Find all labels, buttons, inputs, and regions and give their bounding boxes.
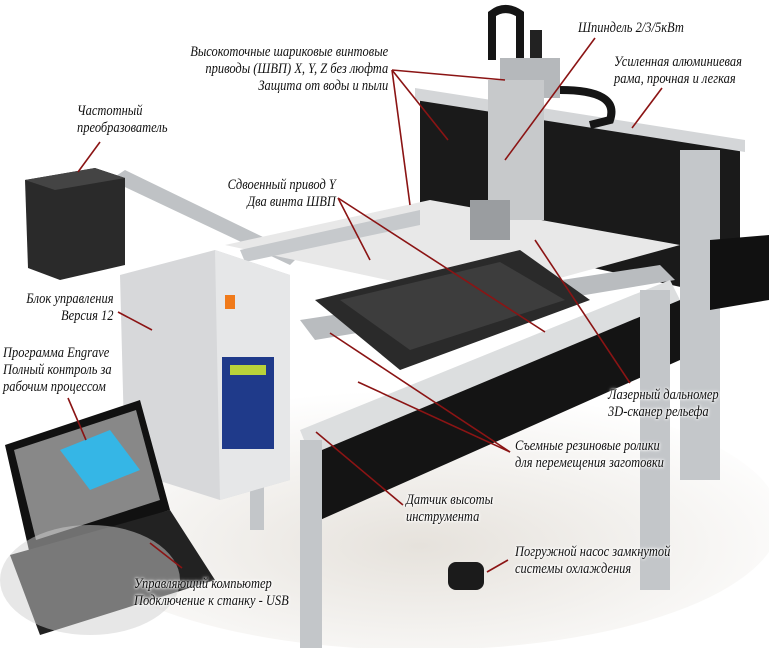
label-line: рама, прочная и легкая xyxy=(614,71,736,87)
label-line: Усиленная алюминиевая xyxy=(614,54,742,70)
power-switch xyxy=(225,295,235,309)
label-line: Датчик высоты xyxy=(406,492,494,508)
label-line: Два винта ШВП xyxy=(247,194,336,210)
leader-computer xyxy=(149,542,183,569)
laptop xyxy=(0,400,215,635)
label-computer: Управляющий компьютер Подключение к стан… xyxy=(134,576,289,610)
label-rollers: Съемные резиновые ролики для перемещения… xyxy=(515,438,664,472)
label-line: Съемные резиновые ролики xyxy=(515,438,660,454)
leader-frame xyxy=(631,87,663,129)
label-line: 3D-сканер рельефа xyxy=(608,404,709,420)
spindle-assembly xyxy=(470,5,616,240)
leader-dual-y-1 xyxy=(337,197,546,333)
leader-ball-screws-1 xyxy=(391,69,506,81)
label-line: Защита от воды и пыли xyxy=(258,78,388,94)
leader-inverter xyxy=(77,141,101,173)
label-line: Частотный xyxy=(77,103,143,119)
leader-ball-screws-3 xyxy=(391,69,411,206)
label-line: Шпиндель 2/3/5кВт xyxy=(578,20,684,36)
label-line: для перемещения заготовки xyxy=(515,455,664,471)
label-line: преобразователь xyxy=(77,120,168,136)
leader-dual-y-2 xyxy=(337,197,371,261)
leader-tool-sensor xyxy=(315,431,404,506)
label-line: Сдвоенный привод Y xyxy=(227,177,336,193)
label-line: системы охлаждения xyxy=(515,561,632,577)
coolant-pump xyxy=(448,562,484,590)
label-inverter: Частотный преобразователь xyxy=(77,103,168,137)
label-dual-y: Сдвоенный привод Y Два винта ШВП xyxy=(228,177,336,211)
label-frame: Усиленная алюминиевая рама, прочная и ле… xyxy=(614,54,742,88)
label-line: Управляющий компьютер xyxy=(134,576,272,592)
label-line: Программа Engrave xyxy=(3,345,110,361)
label-laser: Лазерный дальномер 3D-сканер рельефа xyxy=(608,387,719,421)
label-line: Полный контроль за xyxy=(3,362,112,378)
label-line: Погружной насос замкнутой xyxy=(515,544,671,560)
label-spindle: Шпиндель 2/3/5кВт xyxy=(578,20,684,37)
label-line: Версия 12 xyxy=(60,308,113,324)
label-line: инструмента xyxy=(406,509,480,525)
label-line: Высокоточные шариковые винтовые xyxy=(190,44,388,60)
leader-lines xyxy=(67,37,663,573)
leader-software xyxy=(67,397,87,441)
leader-rollers-2 xyxy=(357,381,511,453)
label-ball-screws: Высокоточные шариковые винтовые приводы … xyxy=(190,44,388,95)
label-pump: Погружной насос замкнутой системы охлажд… xyxy=(515,544,670,578)
leader-spindle xyxy=(504,37,596,161)
label-line: Лазерный дальномер xyxy=(608,387,719,403)
control-box xyxy=(120,250,290,500)
label-line: рабочим процессом xyxy=(3,379,106,395)
leader-laser xyxy=(534,239,631,384)
label-software: Программа Engrave Полный контроль за раб… xyxy=(3,345,112,396)
label-line: Подключение к станку - USB xyxy=(134,593,289,609)
leader-rollers-1 xyxy=(329,332,511,453)
label-line: приводы (ШВП) X, Y, Z без люфта xyxy=(205,61,388,77)
leader-pump xyxy=(486,559,509,573)
leader-ball-screws-2 xyxy=(391,69,449,141)
label-line: Блок управления xyxy=(25,291,113,307)
leader-control-box xyxy=(117,311,153,331)
label-control-box: Блок управления Версия 12 xyxy=(26,291,113,325)
label-tool-sensor: Датчик высоты инструмента xyxy=(406,492,493,526)
frequency-inverter xyxy=(25,168,125,280)
